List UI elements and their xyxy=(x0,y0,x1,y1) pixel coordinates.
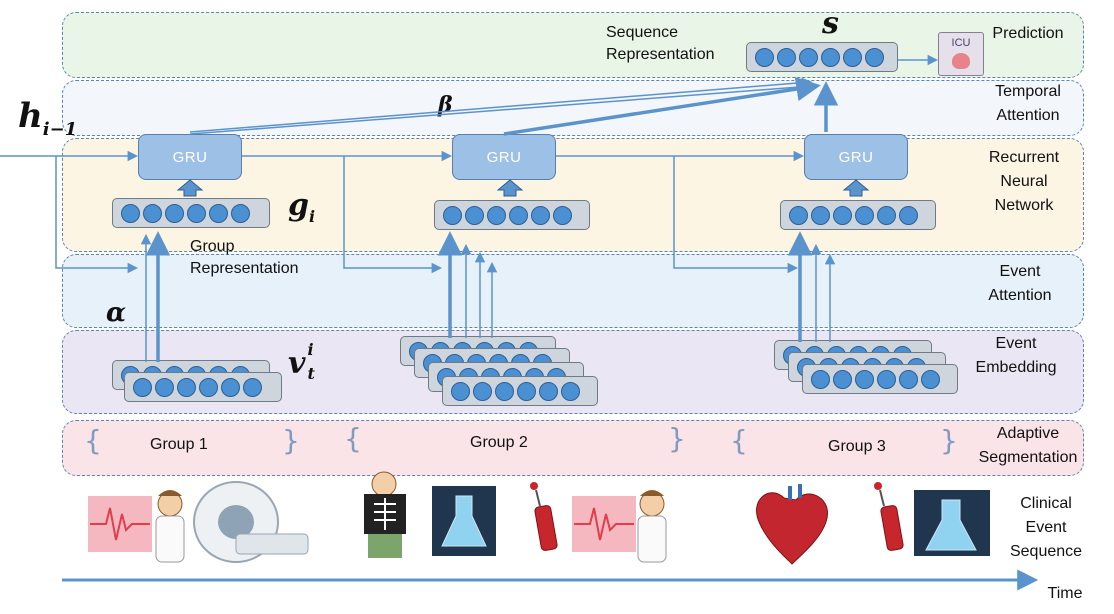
embedding-unit xyxy=(789,205,808,225)
embedding-unit xyxy=(777,47,796,67)
adaptive-segmentation-label: Adaptive Segmentation xyxy=(978,425,1078,466)
embedding-unit xyxy=(899,369,918,389)
embedding-unit xyxy=(487,205,506,225)
group-representation-vector-2 xyxy=(434,200,590,230)
doctor-icon xyxy=(637,490,667,563)
embedding-unit xyxy=(231,203,250,223)
prediction-band xyxy=(62,12,1084,78)
icu-prediction-icon: ICU xyxy=(938,32,984,76)
doctor-icon xyxy=(155,490,185,563)
event-embedding-g2-4 xyxy=(442,376,598,406)
embedding-unit xyxy=(165,203,184,223)
embedding-unit xyxy=(539,381,558,401)
recurrent-nn-label: Recurrent Neural Network xyxy=(988,149,1060,214)
sequence-representation-label: Sequence Representation xyxy=(606,24,715,63)
embedding-unit xyxy=(133,377,152,397)
group-1-label: Group 1 xyxy=(150,436,208,453)
embedding-unit xyxy=(443,205,462,225)
embedding-unit xyxy=(899,205,918,225)
embedding-unit xyxy=(833,205,852,225)
group-representation-vector-3 xyxy=(780,200,936,230)
embedding-unit xyxy=(243,377,262,397)
group-2-brace-left: { xyxy=(344,422,362,455)
syringe-icon xyxy=(530,482,558,551)
embedding-unit xyxy=(877,369,896,389)
heart-icon xyxy=(756,484,828,565)
embedding-unit xyxy=(755,47,774,67)
mri-scanner-icon xyxy=(193,481,309,563)
event-embedding-g1-2 xyxy=(124,372,282,402)
embedding-unit xyxy=(855,205,874,225)
embedding-unit xyxy=(199,377,218,397)
embedding-unit xyxy=(465,205,484,225)
embedding-unit xyxy=(495,381,514,401)
clinical-event-sequence-label: Clinical Event Sequence xyxy=(1009,495,1083,560)
embedding-unit xyxy=(531,205,550,225)
alpha-symbol: α xyxy=(106,298,127,328)
embedding-unit xyxy=(509,205,528,225)
group-representation-vector-1 xyxy=(112,198,270,228)
group-3-label: Group 3 xyxy=(828,438,886,455)
event-embedding-g3-3 xyxy=(802,364,958,394)
embedding-unit xyxy=(833,369,852,389)
ecg-icon xyxy=(572,496,636,552)
embedding-unit xyxy=(811,369,830,389)
embedding-unit xyxy=(143,203,162,223)
embedding-unit xyxy=(821,47,840,67)
embedding-unit xyxy=(843,47,862,67)
embedding-unit xyxy=(855,369,874,389)
v-symbol: v i t xyxy=(288,340,315,383)
group-3-brace-right: } xyxy=(940,424,958,457)
embedding-unit xyxy=(473,381,492,401)
embedding-unit xyxy=(799,47,818,67)
embedding-unit xyxy=(877,205,896,225)
sequence-symbol-s: s xyxy=(822,6,839,41)
time-label: Time xyxy=(1047,585,1083,602)
gru-cell-3: GRU xyxy=(804,134,908,180)
embedding-unit xyxy=(517,381,536,401)
embedding-unit xyxy=(155,377,174,397)
embedding-unit xyxy=(177,377,196,397)
embedding-unit xyxy=(187,203,206,223)
group-2-label: Group 2 xyxy=(470,434,528,451)
gru-cell-2: GRU xyxy=(452,134,556,180)
embedding-unit xyxy=(451,381,470,401)
temporal-attention-band xyxy=(62,80,1084,136)
temporal-attention-label: Temporal Attention xyxy=(995,83,1061,124)
group-1-brace-right: } xyxy=(282,424,300,457)
lab-flask-icon xyxy=(432,486,496,556)
h-symbol: hi−1 xyxy=(18,96,78,140)
group-representation-label: Group Representation xyxy=(190,238,299,277)
event-attention-label: Event Attention xyxy=(988,263,1052,304)
embedding-unit xyxy=(121,203,140,223)
xray-child-icon xyxy=(364,471,406,558)
group-3-brace-left: { xyxy=(730,424,748,457)
embedding-unit xyxy=(865,47,884,67)
g-symbol: gi xyxy=(288,188,316,226)
embedding-unit xyxy=(811,205,830,225)
embedding-unit xyxy=(553,205,572,225)
prediction-label: Prediction xyxy=(992,25,1064,42)
event-attention-band xyxy=(62,254,1084,328)
embedding-unit xyxy=(209,203,228,223)
sequence-representation-vector xyxy=(746,42,898,72)
event-embedding-label: Event Embedding xyxy=(975,335,1057,376)
embedding-unit xyxy=(921,369,940,389)
ecg-icon xyxy=(88,496,152,552)
adaptive-segmentation-band xyxy=(62,420,1084,476)
syringe-icon xyxy=(874,482,904,551)
group-2-brace-right: } xyxy=(668,422,686,455)
lab-flask-icon xyxy=(914,490,990,556)
group-1-brace-left: { xyxy=(84,424,102,457)
embedding-unit xyxy=(561,381,580,401)
embedding-unit xyxy=(221,377,240,397)
